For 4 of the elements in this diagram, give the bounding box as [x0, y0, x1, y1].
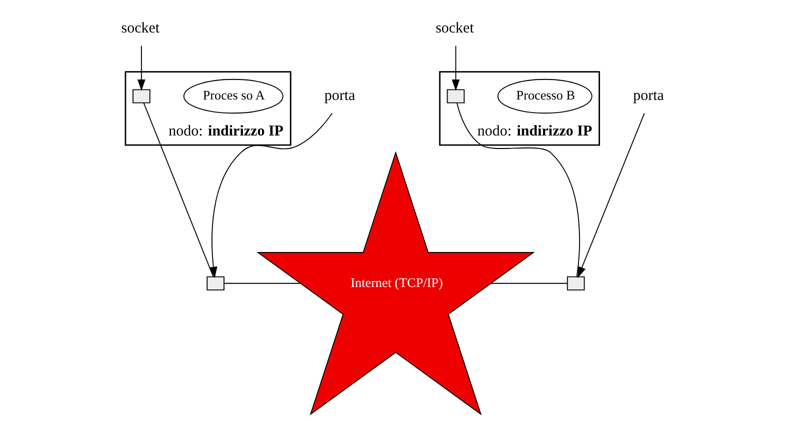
node-text: socket [435, 20, 474, 36]
node-text: porta [324, 88, 355, 104]
node-text: porta [632, 88, 664, 104]
node-text: socket [120, 20, 160, 36]
